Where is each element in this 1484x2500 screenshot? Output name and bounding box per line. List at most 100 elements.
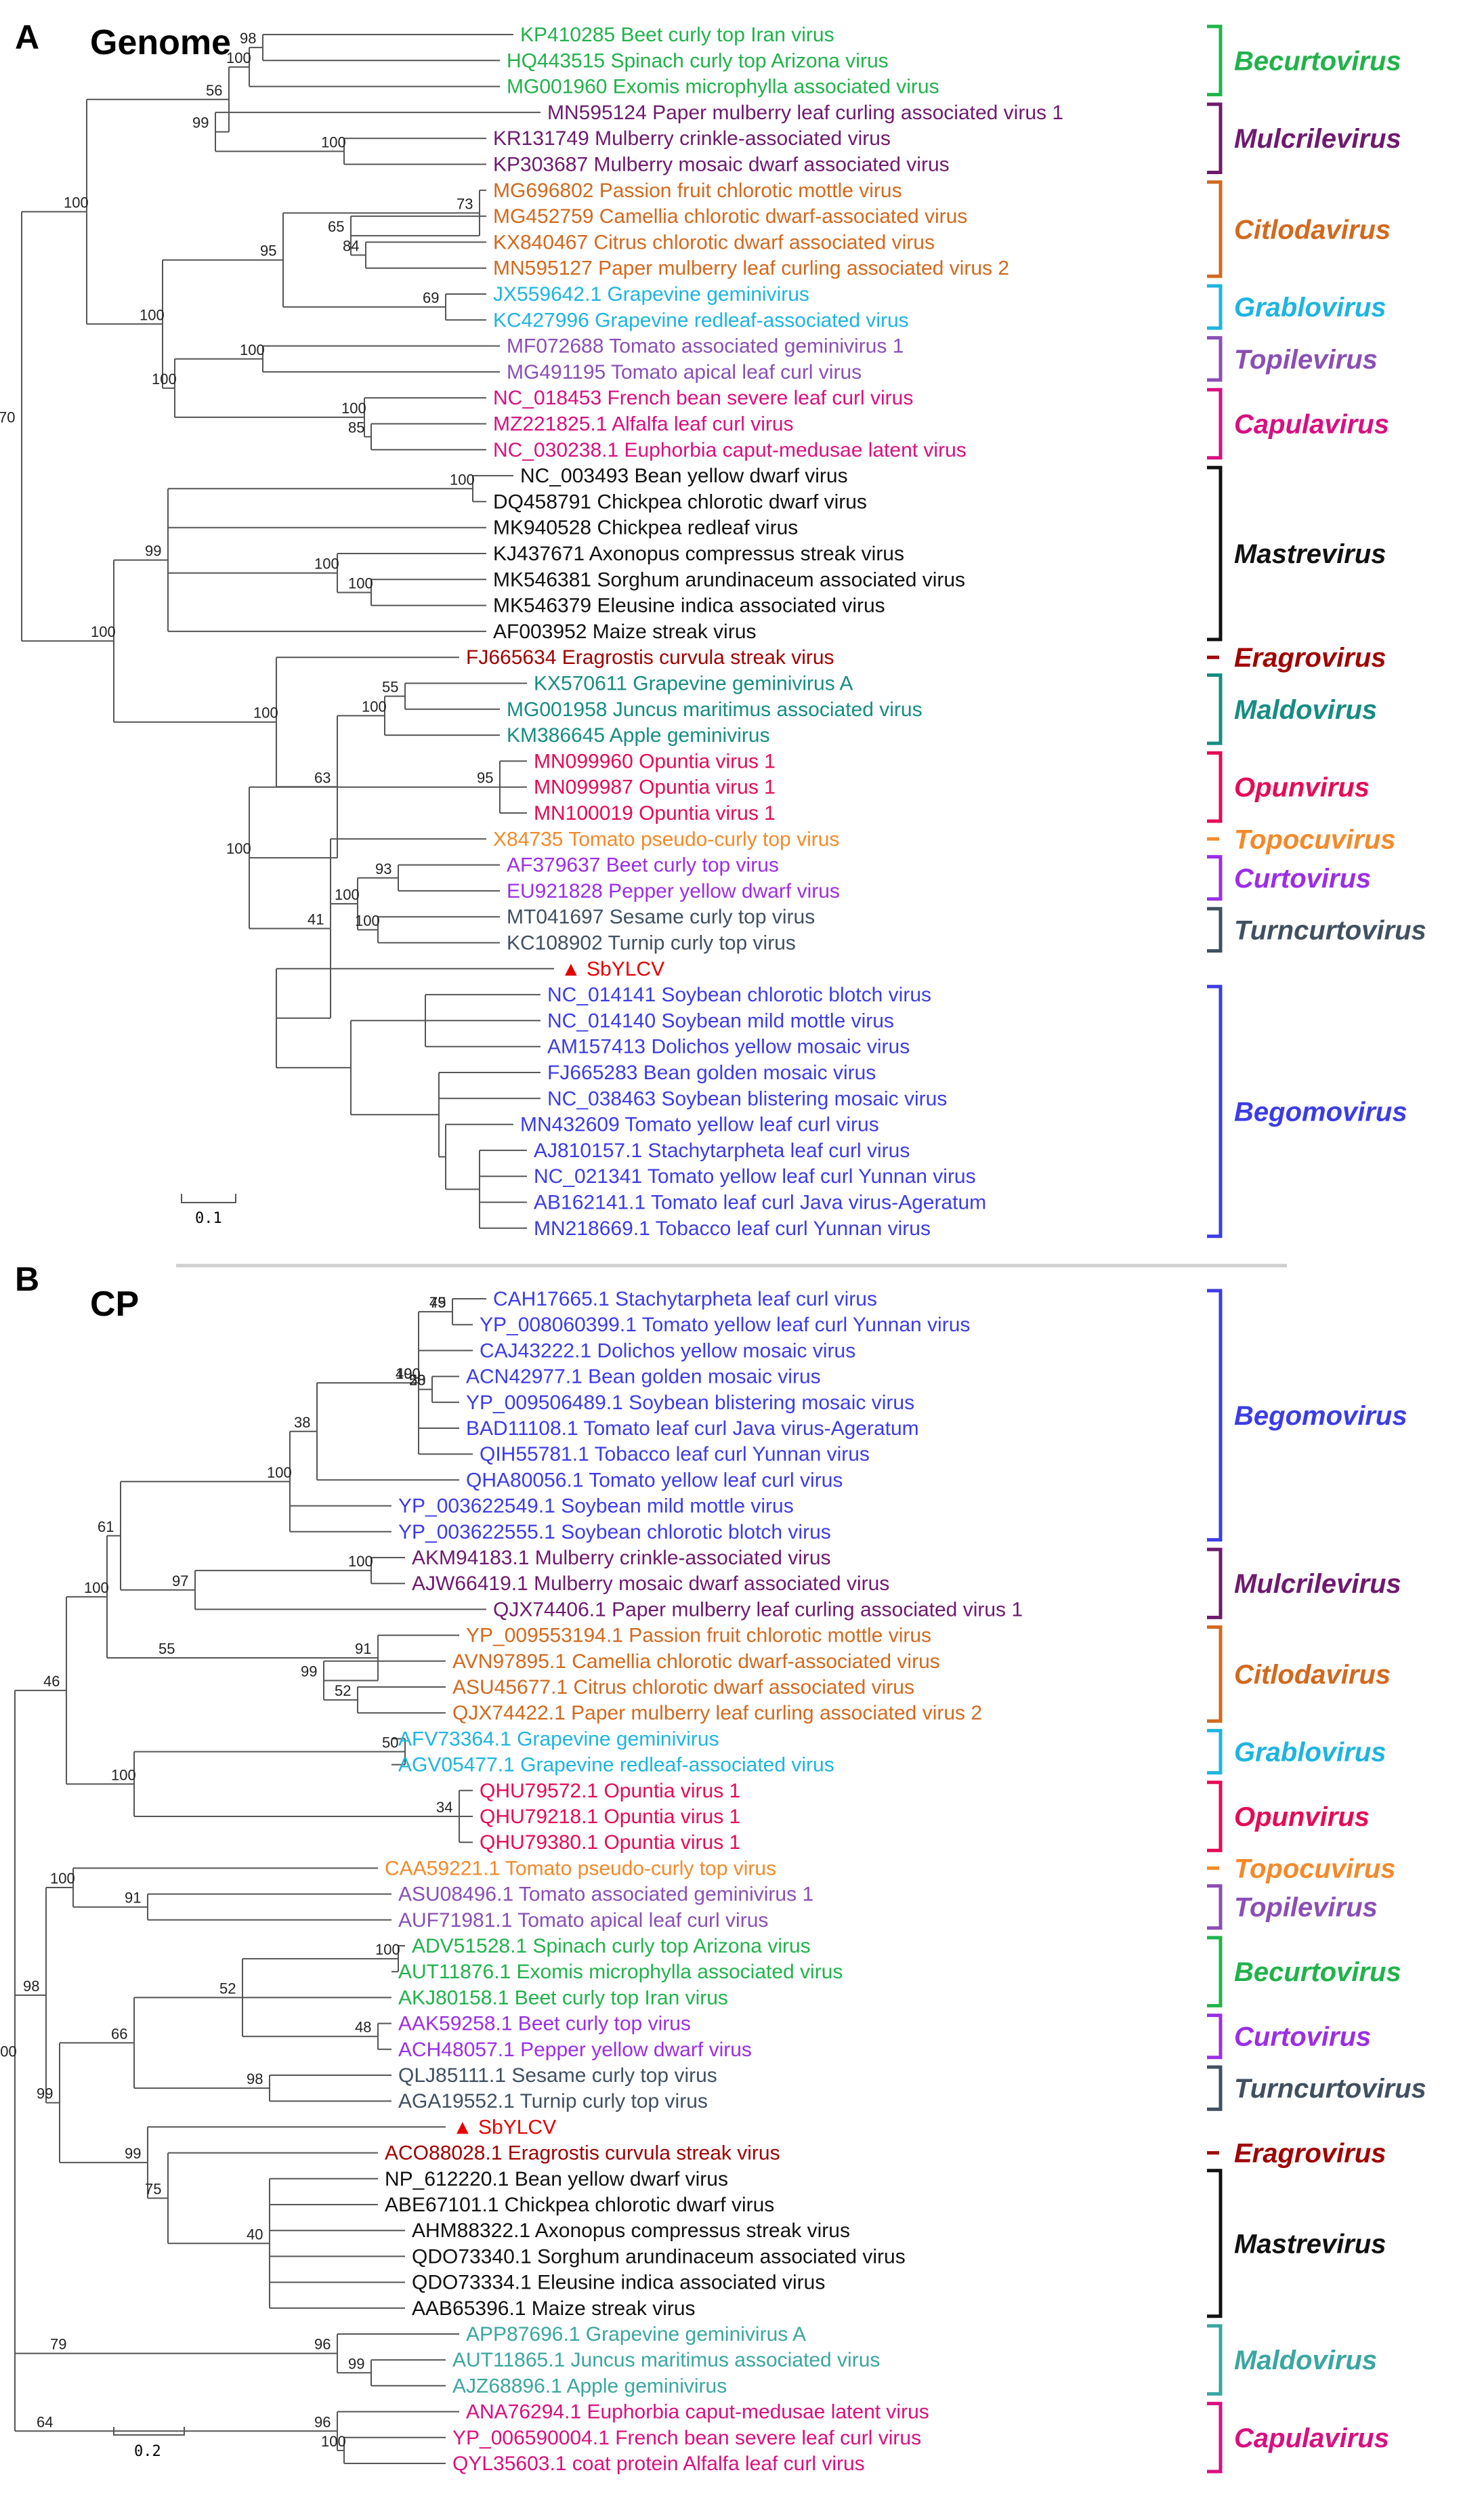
leaf-label: MN595127 Paper mulberry leaf curling ass…	[493, 257, 1009, 280]
bootstrap-value: 100	[341, 400, 366, 417]
bootstrap-value: 28	[409, 1372, 425, 1389]
genus-bracket	[1207, 2065, 1223, 2111]
bootstrap-value: 52	[335, 1682, 351, 1699]
leaf-label: CAJ43222.1 Dolichos yellow mosaic virus	[480, 1339, 855, 1362]
bootstrap-value: 65	[328, 218, 344, 235]
leaf-label: NC_030238.1 Euphorbia caput-medusae late…	[493, 439, 967, 461]
leaf-label: MN218669.1 Tobacco leaf curl Yunnan viru…	[534, 1217, 931, 1240]
leaf-label: AKM94183.1 Mulberry crinkle-associated v…	[412, 1547, 831, 1569]
genus-label-mulcrilevirus: Mulcrilevirus	[1234, 1569, 1401, 1599]
leaf-label: X84735 Tomato pseudo-curly top virus	[493, 828, 839, 850]
leaf-label: AGA19552.1 Turnip curly top virus	[398, 2090, 708, 2112]
genus-bracket	[1207, 180, 1223, 278]
genus-label-opunvirus: Opunvirus	[1234, 773, 1370, 803]
leaf-label: MZ221825.1 Alfalfa leaf curl virus	[493, 413, 794, 436]
leaf-label: QHU79218.1 Opuntia virus 1	[480, 1806, 740, 1828]
leaf-label: ADV51528.1 Spinach curly top Arizona vir…	[412, 1935, 811, 1957]
leaf-label: BAD11108.1 Tomato leaf curl Java virus-A…	[466, 1417, 919, 1440]
genus-bracket	[1207, 388, 1223, 460]
bootstrap-value: 99	[125, 2145, 141, 2162]
genus-label-begomovirus: Begomovirus	[1234, 1401, 1407, 1431]
leaf-label: AJ810157.1 Stachytarpheta leaf curl viru…	[534, 1140, 910, 1162]
bootstrap-value: 34	[436, 1799, 452, 1816]
bootstrap-value: 56	[206, 82, 222, 99]
leaf-label: MF072688 Tomato associated geminivirus 1	[507, 335, 904, 358]
leaf-label: YP_006590004.1 French bean severe leaf c…	[452, 2427, 921, 2449]
leaf-label: AUF71981.1 Tomato apical leaf curl virus	[398, 1909, 768, 1932]
leaf-label: YP_008060399.1 Tomato yellow leaf curl Y…	[480, 1314, 970, 1336]
leaf-label: MG491195 Tomato apical leaf curl virus	[507, 361, 862, 383]
leaf-label: KX840467 Citrus chlorotic dwarf associat…	[493, 231, 935, 253]
leaf-label: QIH55781.1 Tobacco leaf curl Yunnan viru…	[480, 1443, 870, 1465]
bootstrap-value: 100	[450, 471, 475, 488]
leaf-label: CAA59221.1 Tomato pseudo-curly top virus	[385, 1857, 776, 1879]
bootstrap-value: 100	[140, 306, 165, 323]
genus-bracket	[1207, 24, 1223, 97]
bootstrap-value: 100	[348, 1553, 373, 1570]
leaf-label: ▲ SbYLCV	[561, 958, 664, 980]
genus-label-maldovirus: Maldovirus	[1234, 2346, 1377, 2375]
leaf-label: MK546379 Eleusine indica associated viru…	[493, 595, 885, 617]
genus-label-turncurtovirus: Turncurtovirus	[1234, 2074, 1426, 2104]
genus-brackets-a: BecurtovirusMulcrilevirusCitlodavirusGra…	[1207, 24, 1426, 1238]
leaf-label: AVN97895.1 Camellia chlorotic dwarf-asso…	[452, 1650, 940, 1673]
genus-bracket	[1207, 2014, 1223, 2060]
genus-label-grablovirus: Grablovirus	[1234, 293, 1386, 322]
leaf-label: QHU79380.1 Opuntia virus 1	[480, 1831, 740, 1854]
leaf-label: NC_003493 Bean yellow dwarf virus	[520, 465, 848, 487]
scale-bar-b: 0.2	[113, 2427, 185, 2460]
bootstrap-value: 97	[172, 1572, 188, 1589]
leaf-label: MN432609 Tomato yellow leaf curl virus	[520, 1114, 879, 1136]
leaf-label: QDO73334.1 Eleusine indica associated vi…	[412, 2272, 825, 2294]
bootstrap-value: 99	[145, 543, 161, 560]
bootstrap-value: 75	[429, 1294, 446, 1311]
leaf-label: YP_009553194.1 Passion fruit chlorotic m…	[466, 1625, 931, 1647]
genus-label-mulcrilevirus: Mulcrilevirus	[1234, 124, 1401, 154]
leaf-label: ACO88028.1 Eragrostis curvula streak vir…	[385, 2142, 780, 2165]
bootstrap-value: 61	[98, 1518, 114, 1535]
bootstrap-value: 100	[152, 371, 177, 388]
leaf-label: ABE67101.1 Chickpea chlorotic dwarf viru…	[385, 2194, 774, 2216]
bootstrap-value: 84	[343, 238, 359, 255]
bootstrap-value: 55	[382, 679, 398, 696]
leaf-label: NC_014141 Soybean chlorotic blotch virus	[547, 984, 931, 1006]
genus-bracket	[1207, 1728, 1223, 1775]
genus-bracket	[1207, 984, 1223, 1238]
genus-label-capulavirus: Capulavirus	[1234, 410, 1389, 440]
leaf-label: KJ437671 Axonopus compressus streak viru…	[493, 543, 904, 565]
genus-label-topocuvirus: Topocuvirus	[1234, 825, 1396, 854]
bootstrap-value: 50	[382, 1734, 398, 1751]
scale-bar-a: 0.1	[181, 1194, 236, 1227]
bootstrap-value: 99	[348, 2355, 364, 2372]
leaf-label: KR131749 Mulberry crinkle-associated vir…	[493, 127, 891, 150]
leaf-label: AF003952 Maize streak virus	[493, 621, 757, 643]
genus-bracket	[1207, 2402, 1223, 2474]
bootstrap-value: 100	[91, 623, 116, 640]
genus-bracket	[1207, 855, 1223, 901]
bootstrap-value: 100	[335, 886, 360, 903]
genus-label-grablovirus: Grablovirus	[1234, 1738, 1386, 1768]
bootstrap-value: 46	[43, 1673, 60, 1690]
leaf-label: MG001958 Juncus maritimus associated vir…	[507, 699, 923, 721]
panel-a-title: Genome	[90, 23, 231, 62]
genus-bracket	[1207, 2324, 1223, 2396]
panel-b-title: CP	[90, 1285, 139, 1324]
panel-b-label: B	[15, 1260, 39, 1298]
leaf-label: AAK59258.1 Beet curly top virus	[398, 2013, 691, 2035]
genus-bracket	[1207, 284, 1223, 330]
leaf-label: EU921828 Pepper yellow dwarf virus	[507, 880, 840, 902]
tree-a-labels: KP410285 Beet curly top Iran virusHQ4435…	[466, 24, 1063, 1240]
genus-label-curtovirus: Curtovirus	[1234, 2022, 1371, 2052]
genus-label-topilevirus: Topilevirus	[1234, 345, 1378, 375]
bootstrap-value: 100	[240, 341, 265, 358]
bootstrap-value: 100	[362, 698, 387, 715]
leaf-label: AFV73364.1 Grapevine geminivirus	[398, 1728, 719, 1750]
bootstrap-value: 52	[219, 1980, 236, 1997]
leaf-label: AM157413 Dolichos yellow mosaic virus	[547, 1036, 910, 1058]
bootstrap-value: 100	[111, 1766, 136, 1783]
leaf-label: QJX74406.1 Paper mulberry leaf curling a…	[493, 1598, 1023, 1621]
genus-label-becurtovirus: Becurtovirus	[1234, 1957, 1401, 1987]
leaf-label: AB162141.1 Tomato leaf curl Java virus-A…	[534, 1192, 986, 1214]
